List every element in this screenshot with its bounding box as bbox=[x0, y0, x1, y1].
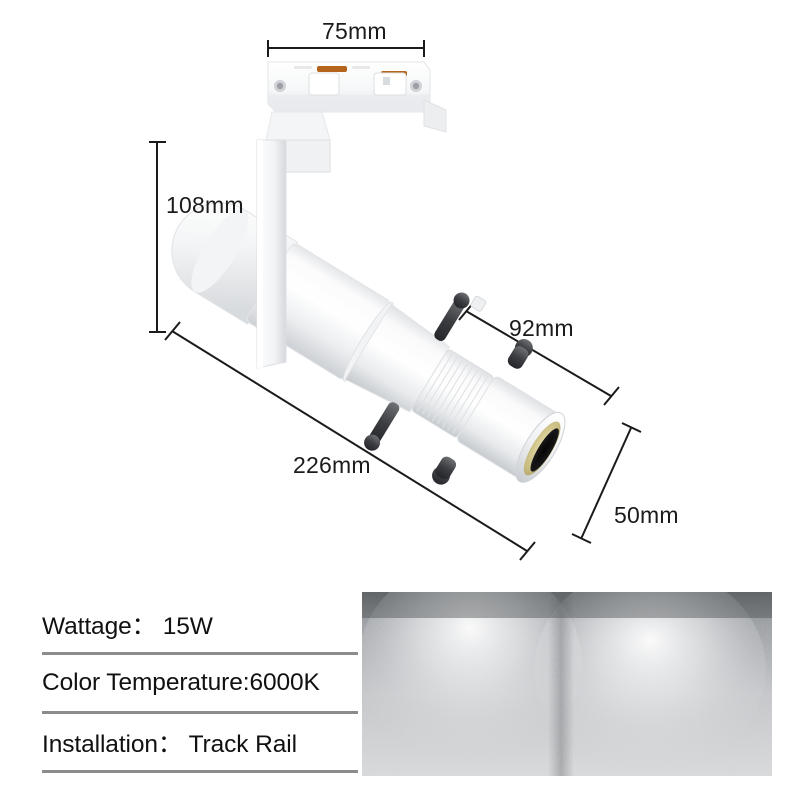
dimension-lines bbox=[149, 40, 642, 561]
wall-texture bbox=[362, 592, 772, 776]
product-illustration: 75mm 108mm 226mm 92mm 50mm bbox=[149, 18, 679, 561]
spec-row-wattage: Wattage： 15W bbox=[42, 596, 358, 655]
knob-top-left bbox=[453, 292, 470, 309]
mounting-yoke bbox=[256, 139, 331, 369]
product-drawing-svg bbox=[149, 40, 642, 561]
knob-arm-top-left bbox=[434, 299, 465, 341]
adapter-latch-left bbox=[308, 72, 340, 96]
spec-row-color-temperature: Color Temperature:6000K bbox=[42, 655, 358, 714]
dimension-line-50mm bbox=[571, 422, 642, 544]
dimension-line-108mm bbox=[149, 141, 166, 333]
dimension-label-50mm: 50mm bbox=[614, 502, 679, 528]
spec-text-installation: Installation： Track Rail bbox=[42, 730, 297, 758]
specification-panel: Wattage： 15W Color Temperature:6000K Ins… bbox=[42, 596, 358, 773]
spec-row-installation: Installation： Track Rail bbox=[42, 714, 358, 773]
lamp-barrel-mid bbox=[344, 303, 451, 413]
dimension-label-226mm: 226mm bbox=[293, 452, 371, 478]
spec-text-wattage: Wattage： 15W bbox=[42, 612, 213, 640]
lens-assembly bbox=[515, 411, 566, 483]
clip-tab bbox=[470, 295, 487, 312]
knob-arm-bottom-left bbox=[368, 402, 400, 444]
dimension-line-75mm bbox=[267, 40, 425, 57]
dimension-label-92mm: 92mm bbox=[509, 315, 574, 341]
spec-text-color-temperature: Color Temperature:6000K bbox=[42, 669, 320, 696]
focus-ring bbox=[411, 349, 494, 438]
beam-photo-svg bbox=[362, 592, 772, 776]
yoke-top-arm bbox=[285, 139, 331, 173]
adapter-tail bbox=[423, 99, 447, 133]
dimension-line-226mm bbox=[164, 321, 536, 561]
contact-copper-left bbox=[317, 66, 347, 72]
adjustment-knobs bbox=[364, 292, 533, 485]
track-adapter bbox=[265, 61, 447, 141]
dimension-label-75mm: 75mm bbox=[322, 18, 387, 44]
adapter-neck bbox=[265, 111, 331, 141]
lens-aperture bbox=[530, 428, 559, 472]
knob-bottom-left bbox=[364, 434, 381, 451]
dimension-label-108mm: 108mm bbox=[166, 192, 244, 218]
beam-effect-photo bbox=[362, 592, 772, 776]
